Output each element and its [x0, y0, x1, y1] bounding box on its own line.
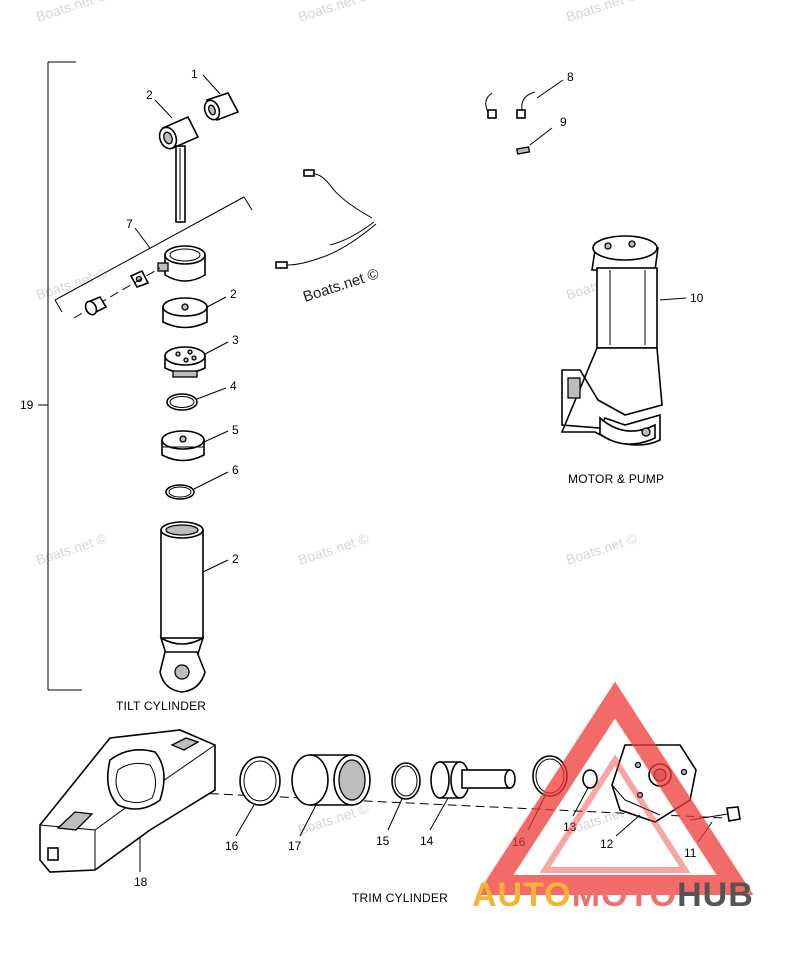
watermark-text: Boats.net © — [296, 530, 371, 568]
watermark-text: Boats.net © — [564, 530, 639, 568]
callout-13: 13 — [563, 820, 577, 834]
callout-4: 4 — [230, 379, 237, 393]
automotohub-wordmark: AUTOMOTOHUB — [472, 876, 754, 914]
callout-18: 18 — [134, 875, 148, 889]
brand-part-moto: MOTO — [572, 876, 677, 914]
callout-8: 8 — [567, 70, 574, 84]
part-9-connector: 9 — [515, 115, 567, 155]
watermark-text: Boats.net © — [34, 530, 109, 568]
watermark-text-dark: Boats.net © — [301, 265, 381, 305]
callout-3: 3 — [232, 333, 239, 347]
callout-7: 7 — [126, 217, 133, 231]
brand-part-auto: AUTO — [472, 876, 572, 914]
part-5-piston: 5 — [161, 423, 239, 462]
label-motor-pump: MOTOR & PUMP — [568, 472, 664, 486]
part-11-bolt: 11 — [684, 806, 741, 860]
part-17-sleeve: 17 — [288, 754, 371, 853]
part-7-clamp: 7 — [73, 217, 206, 319]
part-4-o-ring: 4 — [166, 379, 237, 411]
callout-2-tube: 2 — [232, 552, 239, 566]
part-10-motor-pump: 10 — [275, 169, 704, 446]
part-13-small-o-ring: 13 — [563, 769, 598, 834]
automotohub-logo — [476, 681, 754, 895]
callout-5: 5 — [232, 423, 239, 437]
part-1-bushing: 1 — [191, 67, 240, 122]
callout-15: 15 — [376, 834, 390, 848]
callout-6: 6 — [232, 463, 239, 477]
reference-line-7 — [54, 196, 253, 313]
label-trim-cylinder: TRIM CYLINDER — [352, 891, 448, 905]
part-2-cylinder-tube: 2 — [159, 521, 239, 693]
brand-part-hub: HUB — [677, 876, 754, 914]
trim-assembly-axis — [69, 786, 726, 819]
callout-1: 1 — [191, 67, 198, 81]
watermark-text: Boats.net © — [34, 0, 109, 25]
watermark-text: Boats.net © — [564, 0, 639, 25]
part-2-end-cap: 2 — [162, 287, 237, 329]
callout-19: 19 — [20, 398, 34, 412]
part-3-valve-body: 3 — [164, 333, 239, 378]
part-8-wire-terminals: 8 — [485, 70, 574, 119]
part-16-seal-left: 16 — [225, 756, 281, 853]
callout-17: 17 — [288, 839, 302, 853]
callout-16-left: 16 — [225, 839, 239, 853]
callout-10: 10 — [690, 291, 704, 305]
part-15-o-ring: 15 — [376, 762, 421, 848]
tilt-bracket: 19 — [20, 61, 82, 691]
callout-14: 14 — [420, 834, 434, 848]
watermark-text: Boats.net © — [296, 0, 371, 25]
part-6-o-ring: 6 — [165, 463, 239, 500]
callout-9: 9 — [560, 115, 567, 129]
part-2-piston-rod: 2 — [146, 88, 200, 223]
warning-triangle-icon — [476, 681, 754, 895]
callout-2-cap: 2 — [230, 287, 237, 301]
callout-11: 11 — [684, 846, 697, 860]
part-14-trim-piston: 14 — [420, 761, 516, 848]
label-tilt-cylinder: TILT CYLINDER — [116, 699, 206, 713]
callout-12: 12 — [600, 837, 614, 851]
part-18-trim-housing: 18 — [39, 729, 216, 889]
callout-2-top: 2 — [146, 88, 153, 102]
